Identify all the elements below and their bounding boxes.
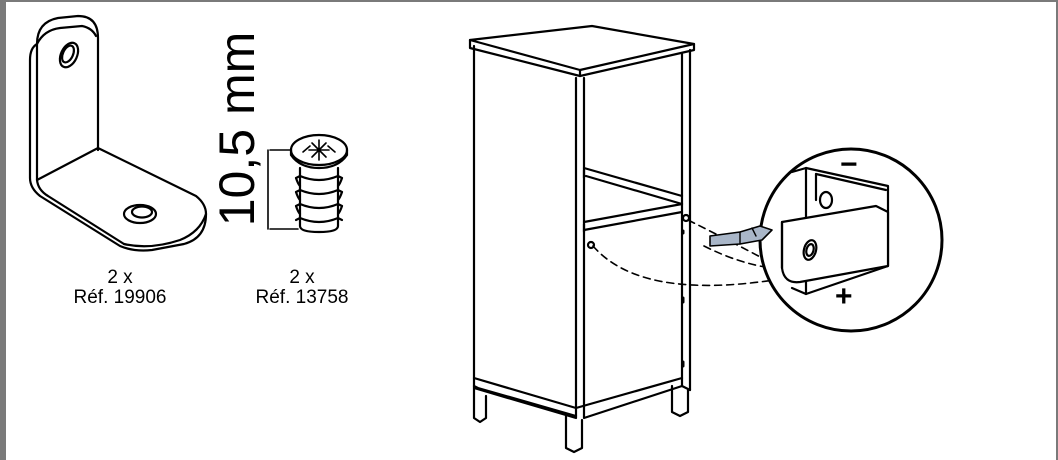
l-bracket-icon bbox=[28, 14, 208, 252]
cam-dowel-screw-icon bbox=[289, 133, 349, 234]
part-caption-bracket: 2 x Réf. 19906 bbox=[40, 268, 200, 308]
part-caption-screw: 2 x Réf. 13758 bbox=[222, 268, 382, 308]
screw-quantity: 2 x bbox=[289, 267, 315, 288]
cabinet-drawing bbox=[468, 24, 696, 454]
dimension-text: 10,5 mm bbox=[209, 31, 265, 227]
minus-sign: − bbox=[840, 148, 858, 181]
bracket-quantity: 2 x bbox=[107, 267, 133, 288]
plus-sign: + bbox=[835, 280, 853, 313]
frame-left-border bbox=[0, 0, 6, 460]
detail-magnifier bbox=[709, 147, 944, 333]
frame-top-border bbox=[0, 0, 1058, 2]
dimension-line bbox=[267, 149, 299, 230]
screw-reference: Réf. 13758 bbox=[255, 287, 349, 308]
frame-right-border bbox=[1056, 0, 1058, 460]
screw-length-label: 10,5 mm bbox=[204, 24, 270, 234]
bracket-reference: Réf. 19906 bbox=[73, 287, 167, 308]
